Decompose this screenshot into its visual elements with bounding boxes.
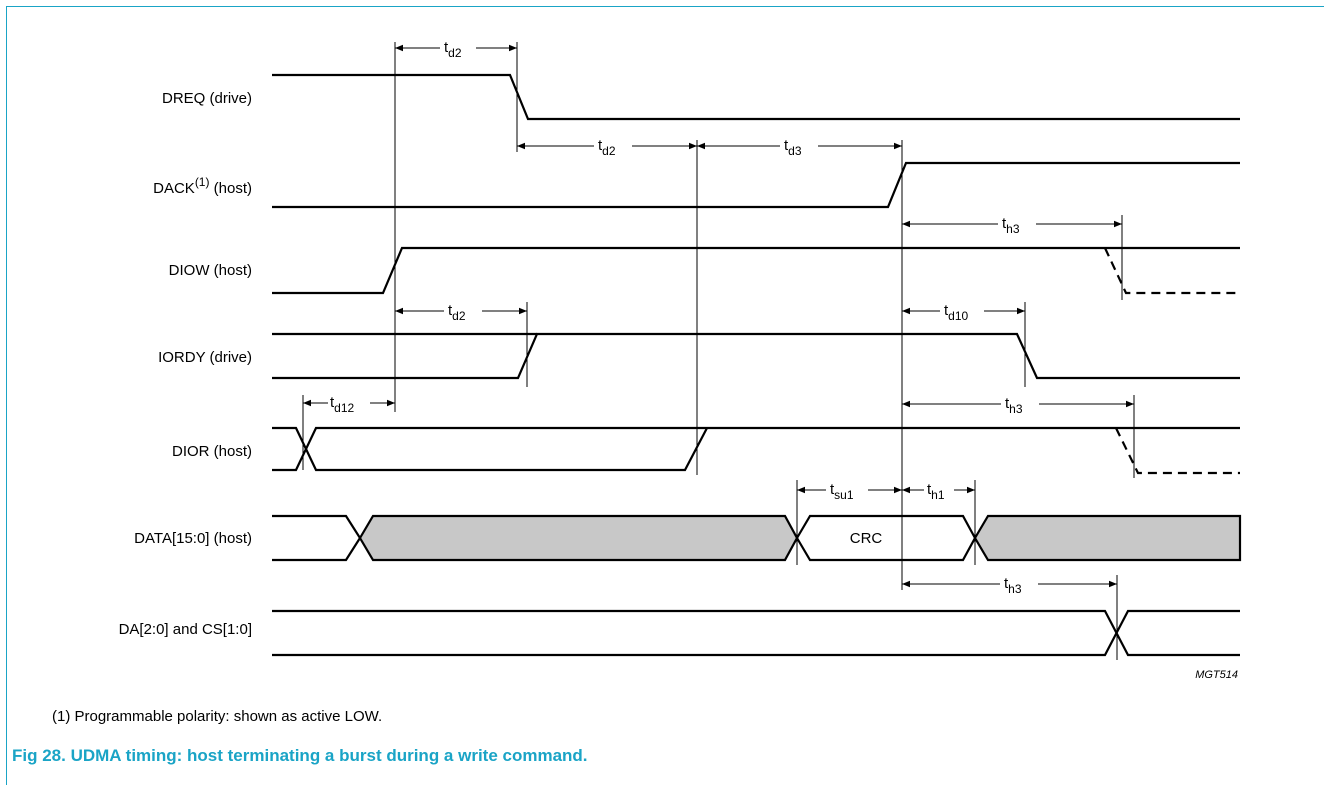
waveform-data-crc bbox=[796, 514, 977, 562]
svg-text:th1: th1 bbox=[927, 481, 945, 502]
timing-th3-a: th3 bbox=[902, 215, 1122, 236]
svg-text:th3: th3 bbox=[1005, 395, 1023, 416]
waveform-iordy-low bbox=[272, 332, 1240, 380]
timing-tsu1: tsu1 bbox=[797, 481, 902, 502]
figure-reference: MGT514 bbox=[1195, 669, 1238, 681]
figure-frame bbox=[6, 6, 1324, 785]
svg-text:td12: td12 bbox=[330, 394, 355, 415]
svg-text:th3: th3 bbox=[1004, 575, 1022, 596]
figure-caption: Fig 28. UDMA timing: host terminating a … bbox=[12, 746, 588, 765]
timing-td10: td10 bbox=[902, 302, 1025, 323]
data-bus-segment bbox=[358, 514, 799, 562]
waveform-data-start bbox=[272, 514, 362, 562]
waveform-da-cs bbox=[272, 609, 1240, 657]
waveform-dreq bbox=[272, 73, 1240, 121]
waveform-dior-dashed bbox=[1115, 427, 1240, 475]
svg-text:th3: th3 bbox=[1002, 215, 1020, 236]
waveform-dior-x bbox=[272, 426, 708, 472]
svg-text:td2: td2 bbox=[444, 39, 462, 60]
svg-text:td2: td2 bbox=[598, 137, 616, 158]
signal-label-dreq: DREQ (drive) bbox=[162, 90, 252, 107]
timing-th3-b: th3 bbox=[902, 395, 1134, 416]
waveform-diow bbox=[272, 246, 1105, 295]
svg-text:td10: td10 bbox=[944, 302, 969, 323]
timing-th3-c: th3 bbox=[902, 575, 1117, 596]
waveform-da-cs-2 bbox=[272, 609, 1240, 657]
timing-td2-c: td2 bbox=[395, 302, 527, 323]
waveform-dack-low bbox=[272, 161, 1240, 209]
signal-label-dior: DIOR (host) bbox=[172, 443, 252, 460]
signal-label-diow: DIOW (host) bbox=[169, 262, 252, 279]
waveform-diow-dashed bbox=[1104, 247, 1240, 295]
timing-td3: td3 bbox=[697, 137, 902, 158]
waveform-dior-x2 bbox=[272, 426, 1116, 472]
signal-label-iordy: IORDY (drive) bbox=[158, 349, 252, 366]
timing-th1: th1 bbox=[902, 481, 975, 502]
timing-td2-b: td2 bbox=[517, 137, 697, 158]
signal-label-data: DATA[15:0] (host) bbox=[134, 530, 252, 547]
data-bus-segment bbox=[973, 514, 1242, 562]
signal-label-dack: DACK(1) (host) bbox=[153, 175, 252, 197]
data-bus-value: CRC bbox=[850, 530, 883, 547]
timing-td12: td12 bbox=[303, 394, 395, 415]
svg-text:td3: td3 bbox=[784, 137, 802, 158]
svg-text:td2: td2 bbox=[448, 302, 466, 323]
timing-td2-a: td2 bbox=[395, 39, 517, 60]
svg-text:tsu1: tsu1 bbox=[830, 481, 854, 502]
footnote: (1) Programmable polarity: shown as acti… bbox=[52, 708, 383, 725]
signal-label-da-cs: DA[2:0] and CS[1:0] bbox=[119, 621, 252, 638]
